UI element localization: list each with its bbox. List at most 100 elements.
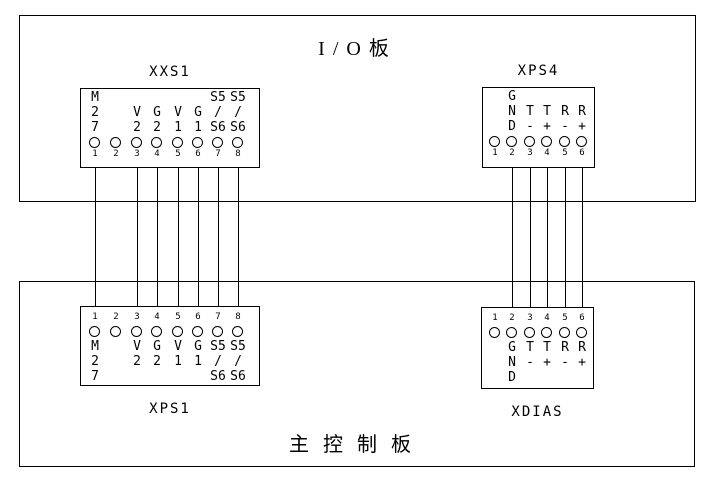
- xxs1-pin-6-circle: [192, 137, 203, 148]
- xps1-pin-6-label: G: [194, 339, 202, 354]
- xdias-pin-3-label: T: [526, 340, 534, 355]
- xps4-pin-3-circle: [524, 136, 535, 147]
- xdias-pin-5-label: R: [561, 340, 569, 355]
- xps4-box: [482, 87, 595, 168]
- xps1-pin-8-circle: [232, 326, 243, 337]
- xxs1-pin-8-label: S5: [230, 90, 246, 105]
- xps1-pin-8-label: /: [234, 354, 242, 369]
- xdias-name: XDIAS: [511, 404, 564, 420]
- xxs1-pin-3-circle: [131, 137, 142, 148]
- xdias-pin-3-label: -: [526, 355, 534, 370]
- xxs1-pin-7-label: S6: [210, 120, 226, 135]
- xxs1-pin-5-circle: [172, 137, 183, 148]
- xdias-pin-4-circle: [541, 327, 552, 338]
- xps1-pin-5-label: 1: [174, 354, 182, 369]
- xps1-pin-5-label: V: [174, 339, 182, 354]
- xps4-pin-4-label: T: [543, 104, 551, 119]
- xxs1-pin-1-label: 2: [91, 105, 99, 120]
- wire: [238, 168, 239, 306]
- xxs1-pin-8-number: 8: [235, 149, 241, 159]
- xxs1-pin-7-circle: [212, 137, 223, 148]
- io-board-label: I/O板: [318, 38, 397, 60]
- main-board-outline: [19, 281, 695, 467]
- xxs1-pin-4-label: G: [153, 105, 161, 120]
- xps1-pin-3-circle: [131, 326, 142, 337]
- xxs1-pin-4-label: 2: [153, 120, 161, 135]
- xps1-pin-5-circle: [172, 326, 183, 337]
- xps1-pin-8-label: S6: [230, 369, 246, 384]
- wire: [178, 168, 179, 306]
- xxs1-pin-2-circle: [110, 137, 121, 148]
- xps1-pin-6-circle: [192, 326, 203, 337]
- xps4-pin-2-label: G: [508, 89, 516, 104]
- xps4-pin-4-label: +: [543, 119, 551, 134]
- xps1-pin-1-circle: [89, 326, 100, 337]
- main-board-label: 主控制板: [289, 434, 425, 456]
- xdias-pin-2-number: 2: [509, 313, 515, 323]
- xps4-pin-6-number: 6: [579, 148, 585, 158]
- xdias-pin-3-number: 3: [527, 313, 533, 323]
- xxs1-pin-6-number: 6: [195, 149, 201, 159]
- xps4-pin-2-label: N: [508, 104, 516, 119]
- xps4-pin-1-number: 1: [492, 148, 498, 158]
- xps4-pin-4-circle: [541, 136, 552, 147]
- xps1-pin-7-label: S6: [210, 369, 226, 384]
- xps4-name: XPS4: [517, 63, 560, 79]
- xps1-pin-1-number: 1: [92, 312, 98, 322]
- xps1-pin-4-number: 4: [154, 312, 160, 322]
- xps1-pin-6-label: 1: [194, 354, 202, 369]
- xxs1-pin-7-number: 7: [215, 149, 221, 159]
- xps1-pin-7-number: 7: [215, 312, 221, 322]
- xxs1-name: XXS1: [149, 64, 191, 80]
- wire: [95, 168, 96, 306]
- xdias-pin-2-label: G: [508, 340, 516, 355]
- xdias-pin-3-circle: [524, 327, 535, 338]
- xps1-pin-7-circle: [212, 326, 223, 337]
- xdias-pin-2-label: D: [508, 370, 516, 385]
- xps4-pin-5-label: R: [561, 104, 569, 119]
- xxs1-pin-8-label: /: [234, 105, 242, 120]
- xdias-pin-2-circle: [506, 327, 517, 338]
- xps1-pin-7-label: S5: [210, 339, 226, 354]
- xps1-box: [80, 306, 260, 386]
- xxs1-box: [80, 88, 260, 168]
- xxs1-pin-5-number: 5: [175, 149, 181, 159]
- wire: [512, 168, 513, 307]
- xdias-pin-2-label: N: [508, 355, 516, 370]
- xps4-pin-2-circle: [506, 136, 517, 147]
- xxs1-pin-7-label: S5: [210, 90, 226, 105]
- wire: [565, 168, 566, 307]
- xdias-pin-5-circle: [559, 327, 570, 338]
- xxs1-pin-1-label: M: [91, 90, 99, 105]
- xps1-pin-4-label: 2: [153, 354, 161, 369]
- xxs1-pin-4-circle: [151, 137, 162, 148]
- io-board-outline: [19, 15, 696, 202]
- xps4-pin-2-label: D: [508, 119, 516, 134]
- xps4-pin-6-label: R: [578, 104, 586, 119]
- xxs1-pin-4-number: 4: [154, 149, 160, 159]
- wire: [547, 168, 548, 307]
- wire: [157, 168, 158, 306]
- xxs1-pin-5-label: 1: [174, 120, 182, 135]
- xxs1-pin-1-label: 7: [91, 120, 99, 135]
- wire: [137, 168, 138, 306]
- xps4-pin-1-circle: [489, 136, 500, 147]
- xdias-pin-4-number: 4: [544, 313, 550, 323]
- xdias-pin-4-label: +: [543, 355, 551, 370]
- wire: [218, 168, 219, 306]
- xdias-pin-5-label: -: [561, 355, 569, 370]
- xps4-pin-4-number: 4: [544, 148, 550, 158]
- xps1-pin-1-label: M: [91, 339, 99, 354]
- xps1-pin-1-label: 2: [91, 354, 99, 369]
- xps4-pin-3-label: -: [526, 119, 534, 134]
- xps4-pin-5-circle: [559, 136, 570, 147]
- xdias-box: [481, 307, 594, 389]
- xxs1-pin-5-label: V: [174, 105, 182, 120]
- xps4-pin-5-number: 5: [562, 148, 568, 158]
- xxs1-pin-2-number: 2: [113, 149, 119, 159]
- xps1-pin-5-number: 5: [175, 312, 181, 322]
- xxs1-pin-3-label: 2: [133, 120, 141, 135]
- xxs1-pin-6-label: G: [194, 105, 202, 120]
- xxs1-pin-6-label: 1: [194, 120, 202, 135]
